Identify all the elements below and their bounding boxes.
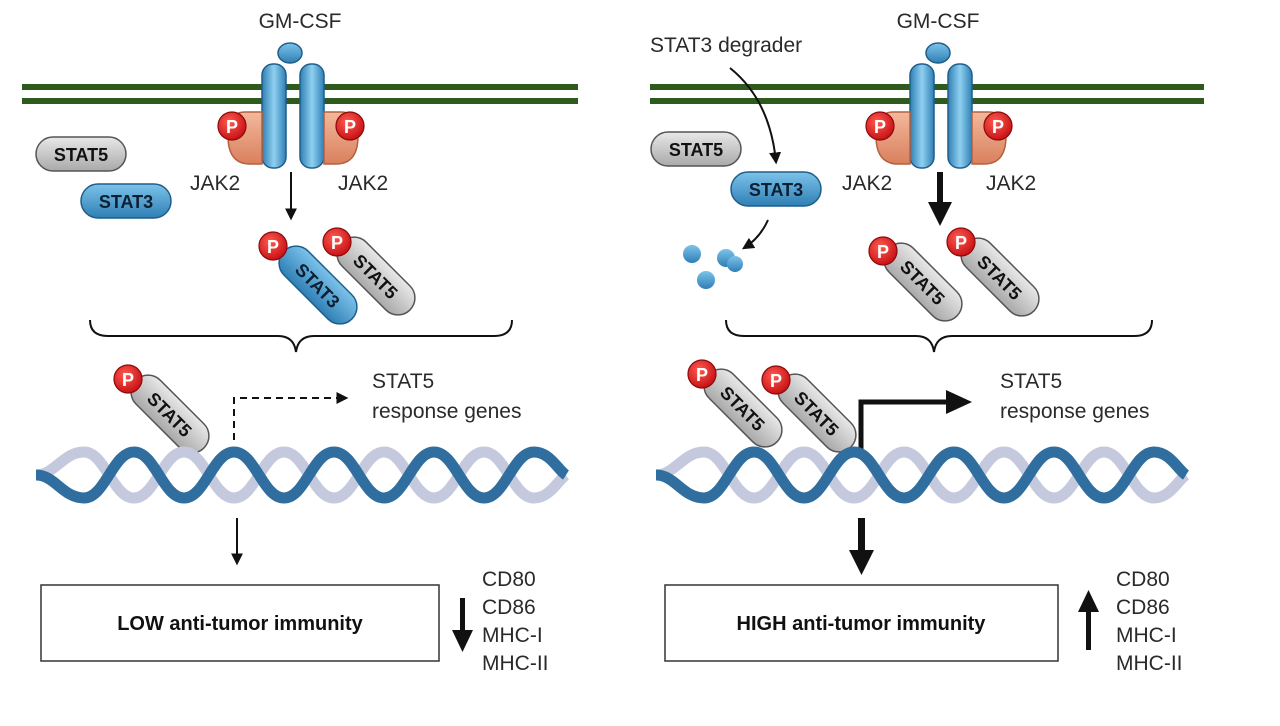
response-genes-label-line1: STAT5 xyxy=(1000,370,1062,393)
phospho-icon xyxy=(258,231,288,261)
marker-mhc-i: MHC-I xyxy=(1116,624,1177,647)
jak2-left-label: JAK2 xyxy=(190,172,240,195)
svg-text:P: P xyxy=(122,370,134,390)
outcome-label: LOW anti-tumor immunity xyxy=(117,613,363,635)
jak2-left: P xyxy=(217,111,263,165)
phospho-icon xyxy=(865,111,895,141)
response-genes-label-line2: response genes xyxy=(1000,400,1149,423)
decrease-arrow xyxy=(452,598,473,652)
phospho-icon xyxy=(946,227,976,257)
degrader-arrow xyxy=(729,67,782,165)
jak2-right: P xyxy=(323,111,365,165)
phospho-icon xyxy=(868,236,898,266)
phospho-icon xyxy=(335,111,365,141)
gm-csf-receptor xyxy=(261,42,325,169)
svg-text:P: P xyxy=(992,117,1004,137)
svg-text:STAT3: STAT3 xyxy=(99,192,153,212)
outcome-label: HIGH anti-tumor immunity xyxy=(737,613,987,635)
marker-cd86: CD86 xyxy=(482,596,536,619)
brace xyxy=(89,319,513,353)
outcome-box: HIGH anti-tumor immunity xyxy=(664,584,1059,662)
phospho-stat3-p: P xyxy=(258,231,288,261)
jak2-left: P xyxy=(865,111,911,165)
phospho-stat5-b-p: P xyxy=(946,227,976,257)
strong-transcription-arrow xyxy=(858,390,972,455)
phospho-icon xyxy=(217,111,247,141)
marker-list: CD80 CD86 MHC-I MHC-II xyxy=(1116,568,1183,675)
gm-csf-label: GM-CSF xyxy=(897,10,980,33)
svg-text:STAT5: STAT5 xyxy=(54,145,108,165)
svg-text:P: P xyxy=(874,117,886,137)
jak2-right-label: JAK2 xyxy=(986,172,1036,195)
gm-csf-label: GM-CSF xyxy=(259,10,342,33)
brace xyxy=(725,319,1153,353)
increase-arrow xyxy=(1078,590,1099,650)
phospho-stat5-a-p: P xyxy=(868,236,898,266)
marker-mhc-ii: MHC-II xyxy=(1116,652,1183,675)
svg-text:P: P xyxy=(877,242,889,262)
degradation-arrow xyxy=(741,219,769,250)
phospho-icon xyxy=(687,359,717,389)
left-panel: GM-CSF P P JAK2 JAK2 STAT5 STAT3 xyxy=(22,10,578,675)
marker-cd80: CD80 xyxy=(482,568,536,591)
marker-mhc-ii: MHC-II xyxy=(482,652,549,675)
svg-text:P: P xyxy=(696,365,708,385)
stat5-free: STAT5 xyxy=(650,131,742,167)
weak-transcription-arrow xyxy=(233,392,349,440)
response-genes-label-line1: STAT5 xyxy=(372,370,434,393)
dna-helix xyxy=(655,446,1190,504)
stat5-free: STAT5 xyxy=(35,136,127,172)
marker-mhc-i: MHC-I xyxy=(482,624,543,647)
jak2-right-label: JAK2 xyxy=(338,172,388,195)
outcome-box: LOW anti-tumor immunity xyxy=(40,584,440,662)
marker-cd80: CD80 xyxy=(1116,568,1170,591)
dna-helix xyxy=(35,446,570,504)
degraded-stat3-fragments xyxy=(683,245,743,289)
marker-list: CD80 CD86 MHC-I MHC-II xyxy=(482,568,549,675)
phospho-stat5-dna-b-p: P xyxy=(761,365,791,395)
phospho-icon xyxy=(113,364,143,394)
svg-text:P: P xyxy=(331,233,343,253)
svg-text:P: P xyxy=(267,237,279,257)
jak2-right: P xyxy=(971,111,1013,165)
stat3-free: STAT3 xyxy=(80,183,172,219)
stat3-degrader-label: STAT3 degrader xyxy=(650,34,802,57)
gm-csf-receptor xyxy=(909,42,973,169)
phospho-stat5-p: P xyxy=(322,227,352,257)
svg-text:P: P xyxy=(770,371,782,391)
marker-cd86: CD86 xyxy=(1116,596,1170,619)
svg-text:STAT5: STAT5 xyxy=(669,140,723,160)
right-panel: GM-CSF STAT3 degrader P P JAK2 JAK2 STAT… xyxy=(650,10,1204,675)
strong-activation-arrow xyxy=(928,172,952,226)
phospho-icon xyxy=(761,365,791,395)
phospho-icon xyxy=(322,227,352,257)
phospho-stat5-dna-p: P xyxy=(113,364,143,394)
phospho-icon xyxy=(983,111,1013,141)
phospho-stat5-dna-a-p: P xyxy=(687,359,717,389)
response-genes-label-line2: response genes xyxy=(372,400,521,423)
stat3-targeted: STAT3 xyxy=(730,171,822,207)
outcome-arrow xyxy=(849,518,874,575)
svg-text:P: P xyxy=(955,233,967,253)
svg-text:STAT3: STAT3 xyxy=(749,180,803,200)
svg-text:P: P xyxy=(226,117,238,137)
jak2-left-label: JAK2 xyxy=(842,172,892,195)
svg-text:P: P xyxy=(344,117,356,137)
